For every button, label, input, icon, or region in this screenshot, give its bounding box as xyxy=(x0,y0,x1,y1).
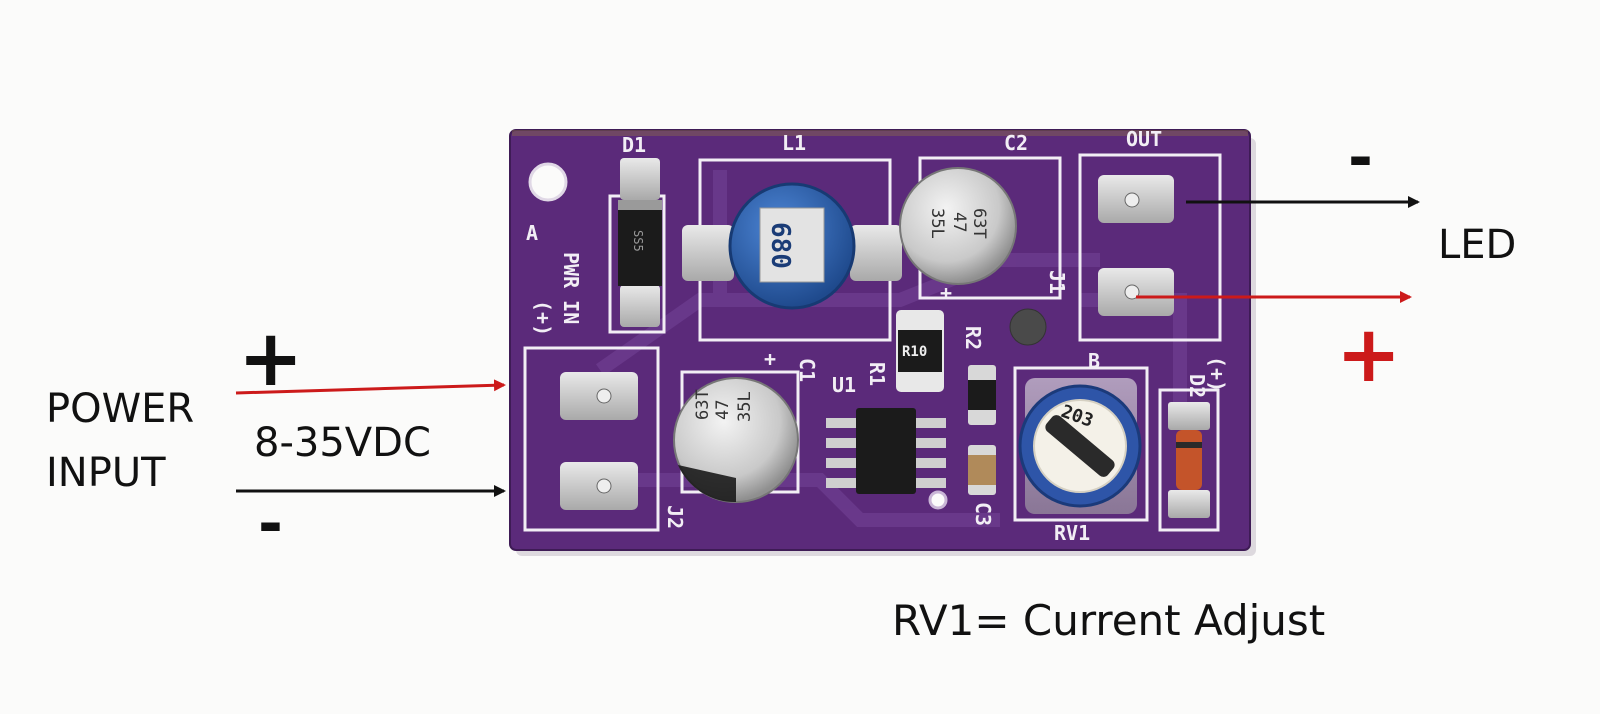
mounting-hole xyxy=(528,162,568,202)
silk-d2: D2 xyxy=(1185,374,1209,398)
silk-d2-pol: (+) xyxy=(1205,356,1229,392)
silk-rv1: RV1 xyxy=(1054,521,1090,545)
led-label: LED xyxy=(1438,222,1517,268)
capacitor-c2 xyxy=(899,167,1017,285)
silk-u1: U1 xyxy=(832,373,856,397)
silk-r2: R2 xyxy=(961,326,985,350)
input-plus-sign: + xyxy=(238,314,304,404)
silk-c2: C2 xyxy=(1004,131,1028,155)
marking-c2-line3: 35L xyxy=(927,208,947,239)
silk-r1: R1 xyxy=(865,362,889,386)
output-terminals xyxy=(1098,175,1174,316)
input-minus-sign: - xyxy=(258,489,283,559)
marking-c1-line1: 63T xyxy=(693,389,713,420)
silk-j2: J2 xyxy=(663,505,687,529)
output-minus-sign: - xyxy=(1348,123,1373,193)
marking-inductor: 680 xyxy=(765,222,795,269)
input-label: INPUT xyxy=(46,450,166,496)
diode-d2 xyxy=(1168,402,1210,518)
output-plus-sign: + xyxy=(1336,310,1402,400)
via-large xyxy=(1009,308,1047,346)
input-terminals xyxy=(560,372,638,510)
capacitor-c3 xyxy=(968,445,996,495)
silk-l1: L1 xyxy=(782,131,806,155)
silk-d1: D1 xyxy=(622,133,646,157)
silk-out: OUT xyxy=(1126,127,1162,151)
silk-c1: C1 xyxy=(795,358,819,382)
arrow-in-plus xyxy=(235,379,506,395)
marking-d1: SS5 xyxy=(631,230,645,252)
diode-d1 xyxy=(618,158,662,327)
ic-u1 xyxy=(826,408,946,494)
via-small xyxy=(928,490,948,510)
silk-c2-plus: + xyxy=(940,281,952,305)
silk-c3: C3 xyxy=(971,502,995,526)
marking-c2-line1: 63T xyxy=(969,208,989,239)
marking-resistor: R10 xyxy=(902,344,927,360)
potentiometer-rv1 xyxy=(1018,378,1142,514)
silk-pwr-in-pol: (+) xyxy=(531,300,555,336)
inductor-l1 xyxy=(682,182,902,310)
rv1-note: RV1= Current Adjust xyxy=(892,596,1326,645)
silk-pwr-in: PWR IN xyxy=(559,252,583,324)
power-label: POWER xyxy=(46,386,195,432)
silkscreen-text: D1 L1 C2 OUT J1 PWR IN (+) A C1 + + R1 R… xyxy=(526,127,1229,545)
resistor-r1 xyxy=(896,310,944,392)
marking-c1-line3: 35L xyxy=(735,391,755,422)
voltage-label: 8-35VDC xyxy=(254,420,431,466)
capacitor-c1 xyxy=(673,377,799,503)
silk-j1: J1 xyxy=(1045,270,1069,294)
silk-b: B xyxy=(1088,349,1100,373)
marking-c2-line2: 47 xyxy=(949,212,969,232)
silk-c1-plus: + xyxy=(764,347,776,371)
marking-c1-line2: 47 xyxy=(713,400,733,420)
silk-a: A xyxy=(526,221,538,245)
resistor-r2 xyxy=(968,365,996,425)
